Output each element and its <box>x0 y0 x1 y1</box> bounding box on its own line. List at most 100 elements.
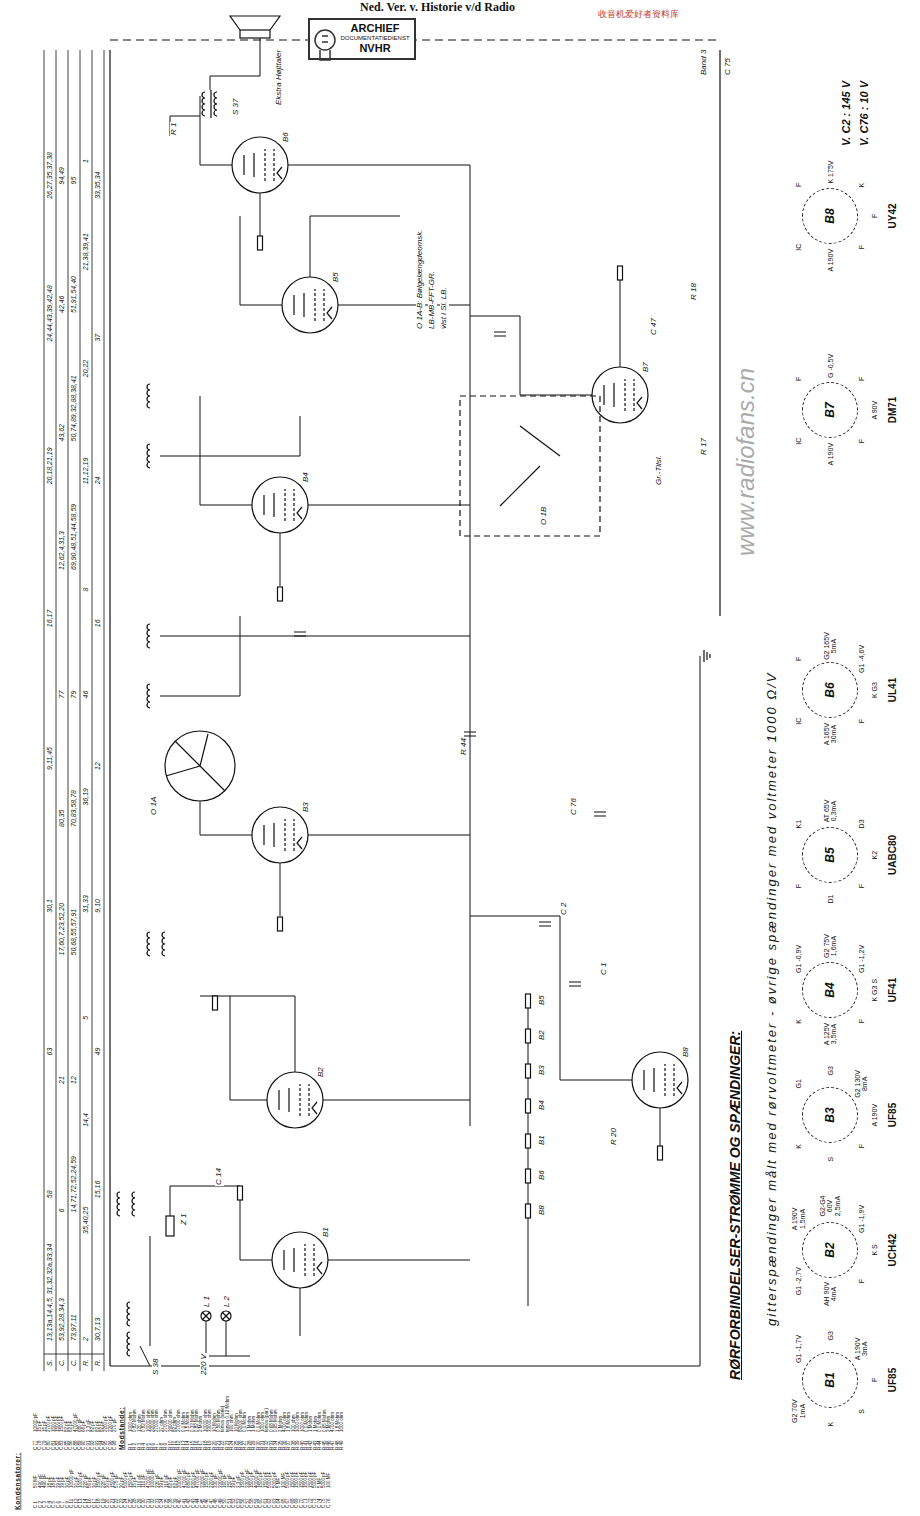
table-row-label: C. <box>58 1359 66 1366</box>
part-value: 1000 ohm <box>260 1412 265 1432</box>
tube-ref: B6 <box>823 682 837 697</box>
pin-label: G2 75V 1,6mA <box>823 929 838 963</box>
part-value: 82 pF <box>68 1420 73 1432</box>
component-label: S 38 <box>152 1358 161 1376</box>
part-ref: C 52 <box>231 1498 236 1508</box>
stamp-subtitle: DOCUMENTATIEDIENST <box>340 35 410 42</box>
table-row-label: R. <box>82 1359 90 1366</box>
component-label: B2 <box>317 1066 326 1078</box>
part-ref: C 43 <box>191 1498 196 1508</box>
tube-socket: B6UL41 <box>802 662 858 718</box>
pin-label: K S <box>871 1244 878 1255</box>
component-label: B7 <box>642 361 651 373</box>
reference-list: 51,91,54,40 <box>70 276 78 313</box>
part-ref: R 21 <box>216 1440 221 1450</box>
part-ref: C 74 <box>317 1498 322 1508</box>
voltage-note: V. C2 : 145 V <box>840 81 852 146</box>
part-value: 575 pF <box>114 1474 119 1488</box>
part-value: 15 pF <box>37 1420 42 1432</box>
ground-symbol <box>704 650 710 662</box>
part-ref: C 96 <box>108 1440 113 1450</box>
part-ref: C 86 <box>68 1440 73 1450</box>
component-label: C 1 <box>600 962 609 976</box>
part-ref: C 73 <box>312 1498 317 1508</box>
reference-list: 9,10 <box>94 899 102 913</box>
part-value: 0,82 Mohm <box>141 1409 146 1432</box>
mains-parts <box>166 1216 231 1321</box>
part-ref: R 45 <box>322 1440 327 1450</box>
voltage-note: V. C76 : 10 V <box>858 81 870 146</box>
pin-label: A 90V <box>871 401 878 420</box>
pin-label: G2 165V 5mA <box>823 629 838 663</box>
part-value: 20000 pF <box>177 1469 182 1488</box>
part-ref: C 85 <box>64 1440 69 1450</box>
part-ref: R 18 <box>203 1440 208 1450</box>
component-label: R 1 <box>170 122 179 136</box>
component-label: C 75 <box>724 57 733 76</box>
reference-list: 13,13a,14,4,5, 31,32,32a,33,34 <box>46 1244 54 1341</box>
part-value: 5000 pF <box>321 1471 326 1488</box>
reference-list: 9,11,45 <box>46 747 54 770</box>
part-ref: C 72 <box>308 1498 313 1508</box>
tube-symbols <box>232 137 688 1288</box>
pin-label: F <box>858 1019 865 1023</box>
part-ref: R 9 <box>163 1443 168 1450</box>
part-value: 150 pF <box>227 1474 232 1488</box>
part-ref: R 23 <box>225 1440 230 1450</box>
reference-list: 12 <box>94 762 102 770</box>
part-value: 220 pF <box>83 1474 88 1488</box>
pin-label: K <box>827 1422 834 1427</box>
part-value: 0,1 Mohm <box>181 1412 186 1432</box>
part-value: 1500 pF <box>290 1471 295 1488</box>
component-label: B5 <box>332 271 341 283</box>
part-value: 2 Mohm <box>198 1416 203 1432</box>
part-value: 10000 ohm <box>146 1409 151 1432</box>
part-ref: C 89 <box>77 1440 82 1450</box>
part-ref: R 6 <box>150 1443 155 1450</box>
part-value: 82 pF <box>99 1420 104 1432</box>
part-value: 1500 pF <box>303 1471 308 1488</box>
part-value: 0,1 Mohm <box>304 1412 309 1432</box>
part-ref: C 81 <box>51 1440 56 1450</box>
tube-type: UCH42 <box>887 1234 898 1267</box>
part-ref: R 41 <box>304 1440 309 1450</box>
part-value: 5000 pF <box>123 1471 128 1488</box>
part-ref: R 35 <box>278 1440 283 1450</box>
tube-ref: B7 <box>823 402 837 417</box>
part-value: 1500 pF <box>59 1415 64 1432</box>
part-value: 1 Mohm <box>251 1416 256 1432</box>
part-value: 0,65 Mohm <box>273 1409 278 1432</box>
reference-list: 77 <box>58 691 66 699</box>
part-value: 8200 pF <box>191 1471 196 1488</box>
part-ref: C 93 <box>95 1440 100 1450</box>
part-value: 30 pF <box>119 1476 124 1488</box>
component-label: R 44 <box>460 737 469 756</box>
reference-list: 50,74,89,32,88,38,41 <box>70 375 78 441</box>
part-value: 490 pF <box>38 1474 43 1488</box>
part-ref: C 65 <box>281 1498 286 1508</box>
part-value: 2200 pF <box>108 1415 113 1432</box>
component-label: B4 <box>302 471 311 483</box>
part-value: 1500 pF <box>258 1471 263 1488</box>
pin-label: F <box>795 183 802 187</box>
part-value: 39 pF <box>231 1476 236 1488</box>
part-ref: C 90 <box>81 1440 86 1450</box>
component-label: B3 <box>538 1064 547 1076</box>
reference-list: 21,38,39,41 <box>82 233 90 270</box>
part-value: 1,8 Mohm <box>286 1412 291 1432</box>
part-ref: C 57 <box>245 1498 250 1508</box>
part-ref: C 79 <box>42 1440 47 1450</box>
part-value: 3,3 pF <box>236 1475 241 1488</box>
section-heading: RØRFORBINDELSER-STRØMME OG SPÆNDINGER: <box>728 1031 743 1380</box>
part-ref: R 19 <box>207 1440 212 1450</box>
pin-label: IC <box>795 718 802 725</box>
part-value: 33000 pF <box>245 1469 250 1488</box>
part-ref: R 12 <box>176 1440 181 1450</box>
reference-list: 12 <box>70 1076 78 1084</box>
part-value: 100 MF <box>281 1473 286 1488</box>
reference-list: 49 <box>94 1048 102 1056</box>
part-value: 1500 pF <box>110 1471 115 1488</box>
measurement-note: gitterspændinger målt med rørvoltmeter -… <box>765 671 779 1326</box>
